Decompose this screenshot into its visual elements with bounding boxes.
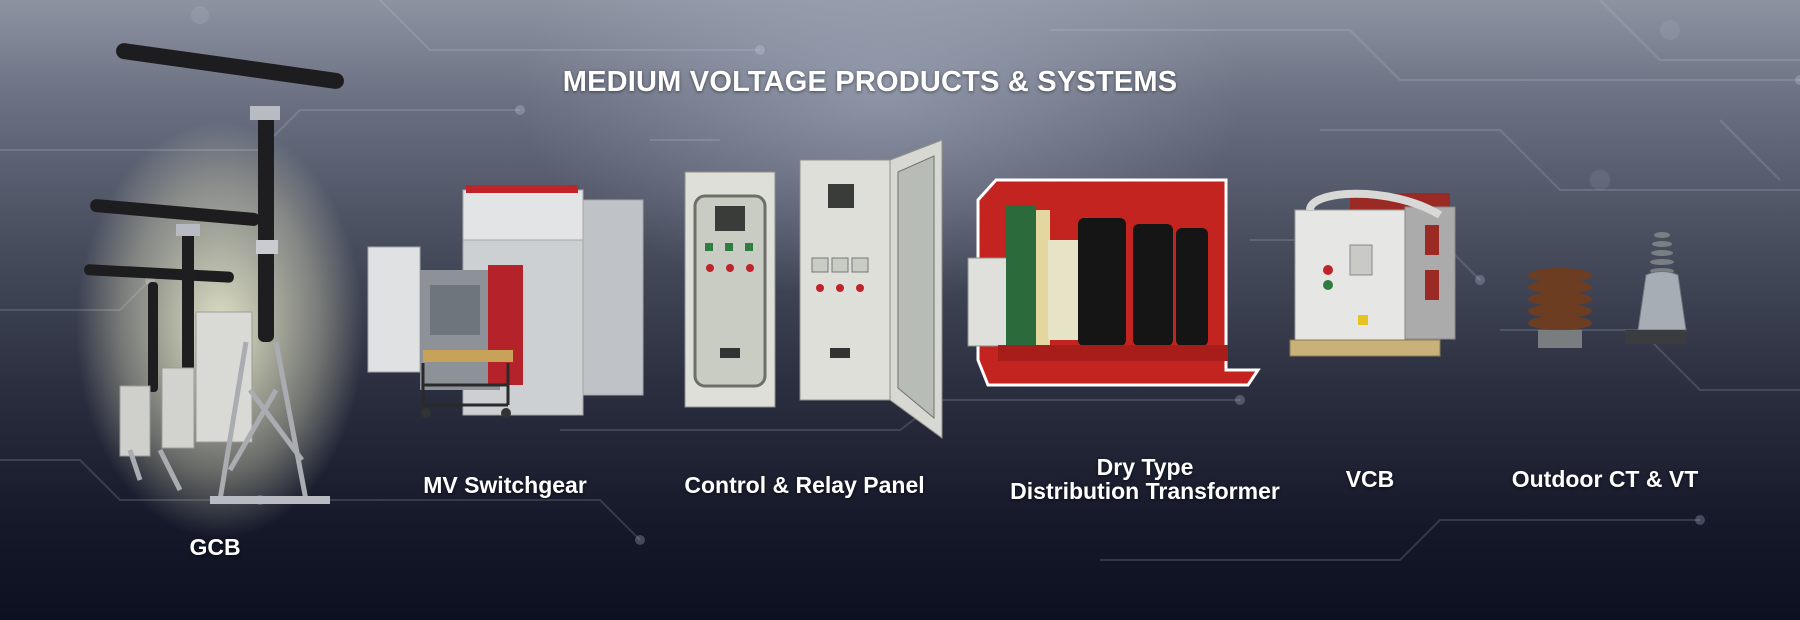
switchgear-icon[interactable] [367, 185, 648, 435]
gcb-icon[interactable] [70, 30, 410, 530]
gcb-label: GCB [189, 534, 241, 560]
relay-panel-label: Control & Relay Panel [684, 472, 925, 498]
relay-panel-icon[interactable] [680, 138, 950, 439]
ct-vt-label: Outdoor CT & VT [1511, 466, 1699, 492]
page-title: MEDIUM VOLTAGE PRODUCTS & SYSTEMS [562, 66, 1178, 98]
vcb-label: VCB [1345, 466, 1395, 492]
vcb-icon[interactable] [1289, 185, 1470, 370]
mv-switchgear-label: MV Switchgear [423, 472, 587, 498]
transformer-label-line2: Distribution Transformer [1010, 478, 1280, 504]
ct-vt-icon[interactable] [1520, 220, 1700, 365]
transformer-label-line1: Dry Type [1096, 454, 1194, 480]
transformer-icon[interactable] [967, 160, 1261, 410]
